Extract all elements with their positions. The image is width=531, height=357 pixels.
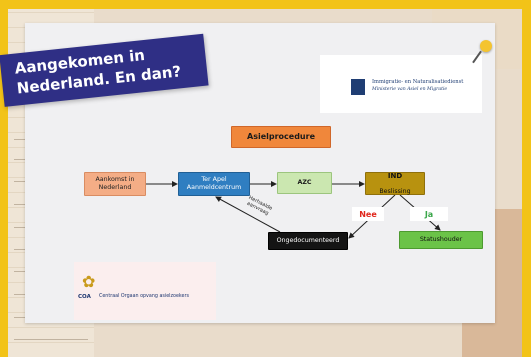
ind-node-subtitle: Beslissing: [379, 187, 411, 195]
ind-node: IND Beslissing: [365, 172, 425, 195]
ind-logo-name: Immigratie- en Naturalisatiedienst: [372, 79, 464, 85]
coa-logo-full: Centraal Orgaan opvang asielzoekers: [99, 294, 189, 299]
ja-label: Ja: [410, 207, 448, 221]
ind-node-title: IND: [387, 171, 403, 180]
coa-logo: ✿ COA Centraal Orgaan opvang asielzoeker…: [74, 262, 216, 320]
ind-logo-ministry: Ministerie van Asiel en Migratie: [372, 87, 448, 92]
nee-label: Nee: [352, 207, 384, 221]
asielprocedure-title-node: Asielprocedure: [231, 126, 331, 148]
aankomst-node: Aankomst in Nederland: [84, 172, 146, 196]
ter-apel-node: Ter Apel Aanmeldcentrum: [178, 172, 250, 196]
pushpin-icon: [480, 40, 492, 52]
scribble-line: [14, 339, 88, 341]
ongedocumenteerd-node: Ongedocumenteerd: [268, 232, 348, 250]
coa-logo-short: COA: [78, 294, 91, 300]
ind-logo: Immigratie- en Naturalisatiedienst Minis…: [320, 55, 482, 113]
coa-emblem-icon: ✿: [82, 272, 96, 291]
azc-node: AZC: [277, 172, 332, 194]
crest-icon: [351, 79, 365, 95]
statushouder-node: Statushouder: [399, 231, 483, 249]
